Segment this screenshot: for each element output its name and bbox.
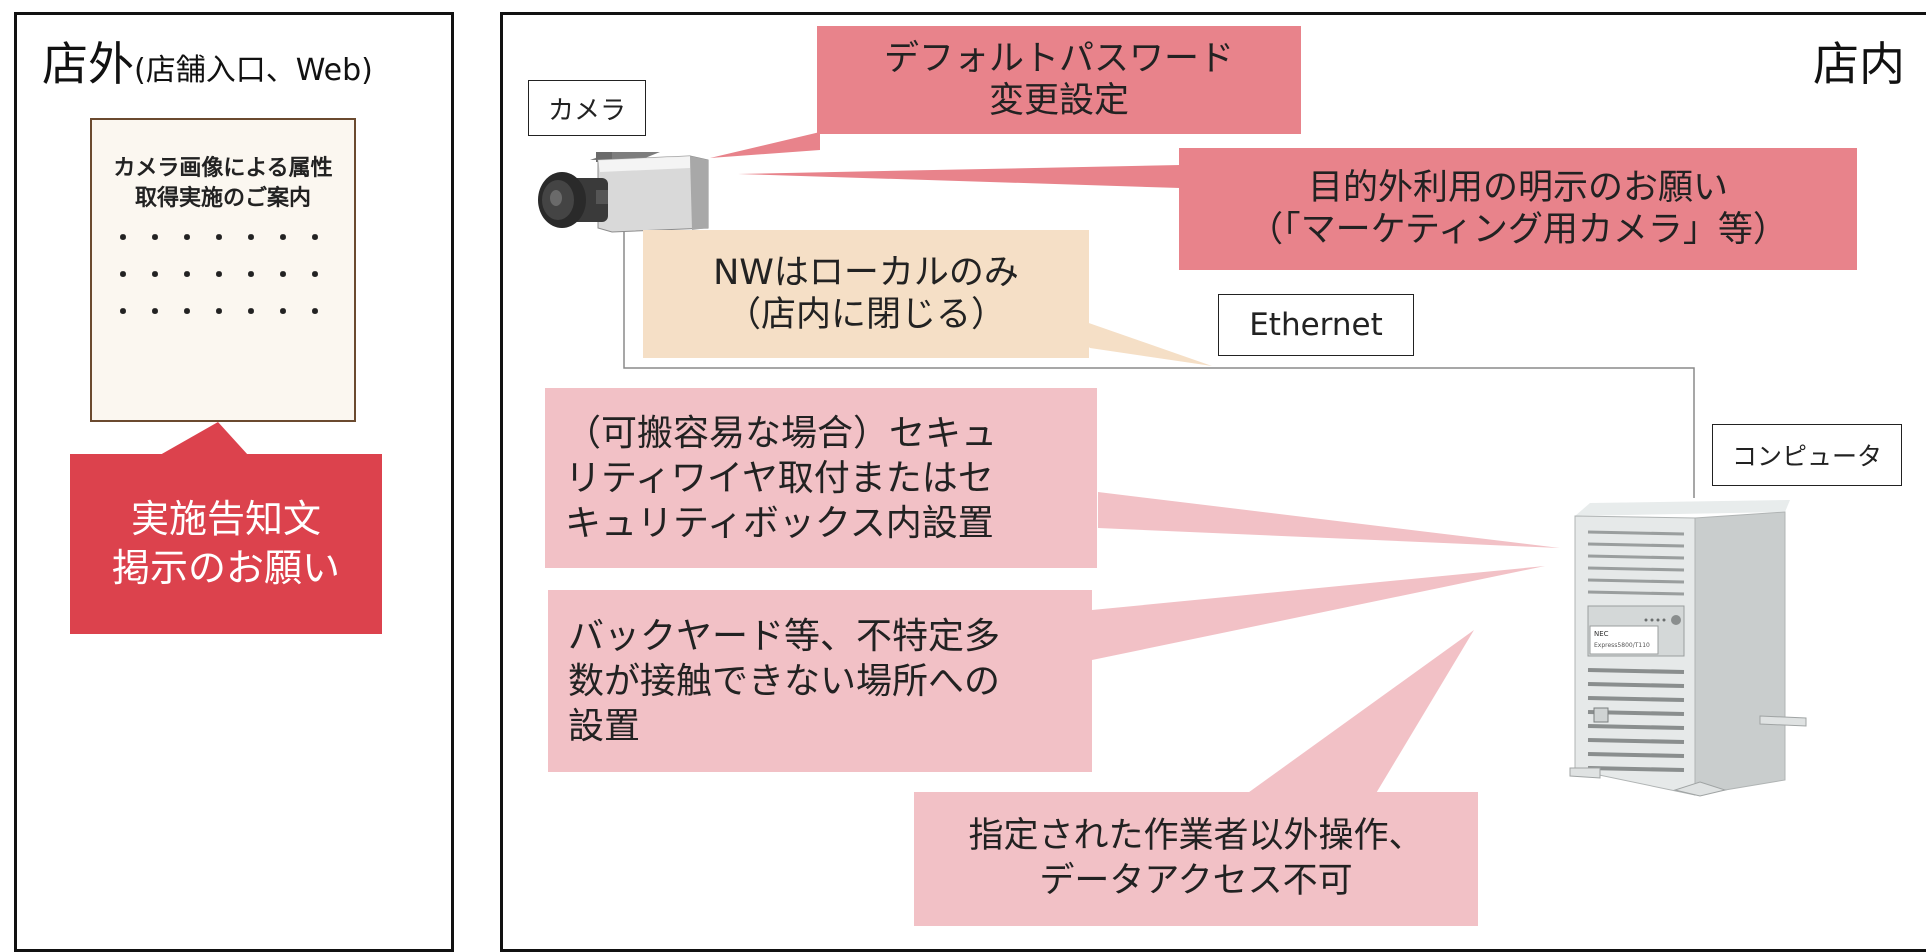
camera-icon bbox=[538, 152, 709, 233]
password-callout-tail bbox=[710, 132, 820, 158]
purpose-callout-tail bbox=[738, 165, 1180, 188]
camera-label: カメラ bbox=[528, 80, 646, 136]
backyard-callout: バックヤード等、不特定多 数が接触できない場所への 設置 bbox=[548, 590, 1092, 772]
notice-dots: ・・・・・・・ ・・・・・・・ ・・・・・・・ bbox=[110, 220, 336, 332]
outside-panel-title: 店外(店舗入口、Web) bbox=[42, 28, 373, 94]
computer-icon bbox=[1569, 500, 1807, 797]
notice-dots-row: ・・・・・・・ bbox=[111, 261, 335, 289]
ethernet-label: Ethernet bbox=[1218, 294, 1414, 356]
server-model: Express5800/T110 bbox=[1594, 642, 1650, 649]
operator-callout: 指定された作業者以外操作、 データアクセス不可 bbox=[914, 792, 1478, 926]
outside-callout-tail bbox=[160, 422, 248, 455]
server-badge: NEC bbox=[1594, 630, 1609, 638]
network-callout: NWはローカルのみ （店内に閉じる） bbox=[643, 230, 1089, 358]
backyard-callout-tail bbox=[1092, 566, 1545, 660]
notice-poster: カメラ画像による属性取得実施のご案内 ・・・・・・・ ・・・・・・・ ・・・・・… bbox=[90, 118, 356, 422]
computer-label: コンピュータ bbox=[1712, 424, 1902, 486]
inside-panel-title: 店内 bbox=[1813, 37, 1905, 91]
notice-heading: カメラ画像による属性取得実施のご案内 bbox=[113, 156, 333, 211]
password-callout: デフォルトパスワード 変更設定 bbox=[817, 26, 1301, 134]
notice-dots-row: ・・・・・・・ bbox=[111, 298, 335, 327]
operator-callout-tail bbox=[1245, 630, 1474, 795]
security-callout-tail bbox=[1098, 492, 1560, 548]
security-callout: （可搬容易な場合）セキュ リティワイヤ取付またはセ キュリティボックス内設置 bbox=[545, 388, 1097, 568]
ethernet-cable bbox=[623, 220, 1695, 498]
outside-title: 店外 bbox=[42, 37, 134, 91]
outside-subtitle: (店舗入口、Web) bbox=[134, 53, 373, 88]
notice-dots-row: ・・・・・・・ bbox=[111, 223, 335, 252]
outside-callout: 実施告知文 掲示のお願い bbox=[70, 454, 382, 634]
purpose-callout: 目的外利用の明示のお願い （「マーケティング用カメラ」等） bbox=[1179, 148, 1857, 270]
